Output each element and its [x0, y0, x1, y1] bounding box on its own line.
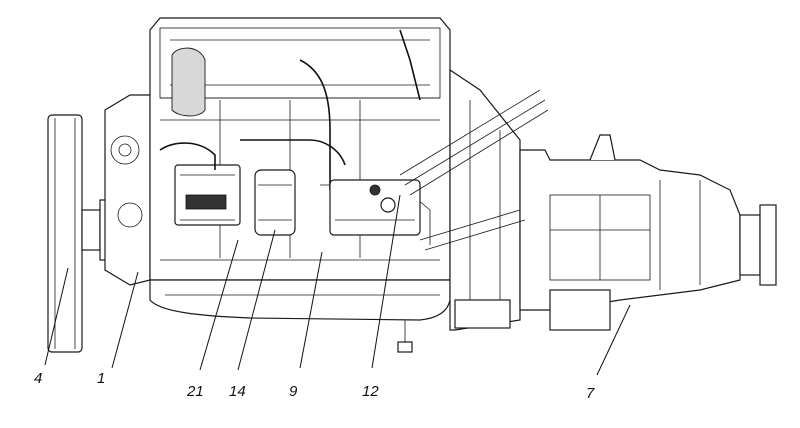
leader-14: [237, 229, 276, 371]
leader-lines: [44, 194, 631, 376]
leader-7: [596, 304, 631, 376]
callout-9: 9: [289, 383, 298, 400]
callout-14: 14: [229, 383, 246, 400]
callout-1: 1: [97, 370, 105, 387]
fuel-filter: [254, 169, 296, 236]
gearbox: [519, 134, 777, 331]
callout-21: 21: [186, 383, 204, 400]
leader-9: [299, 251, 323, 369]
callout-7: 7: [586, 385, 595, 402]
fuel-pump: [329, 179, 421, 236]
callouts: 4 1 21 14 9 12 7: [34, 370, 595, 402]
clutch-housing: [449, 68, 521, 331]
control-unit: [174, 164, 241, 226]
leader-4: [44, 267, 69, 366]
leader-1: [111, 271, 139, 369]
callout-4: 4: [34, 370, 42, 387]
air-hose: [399, 89, 549, 251]
leader-12: [371, 194, 401, 369]
callout-12: 12: [362, 383, 379, 400]
leader-21: [199, 239, 239, 371]
front-cover: [104, 94, 151, 286]
